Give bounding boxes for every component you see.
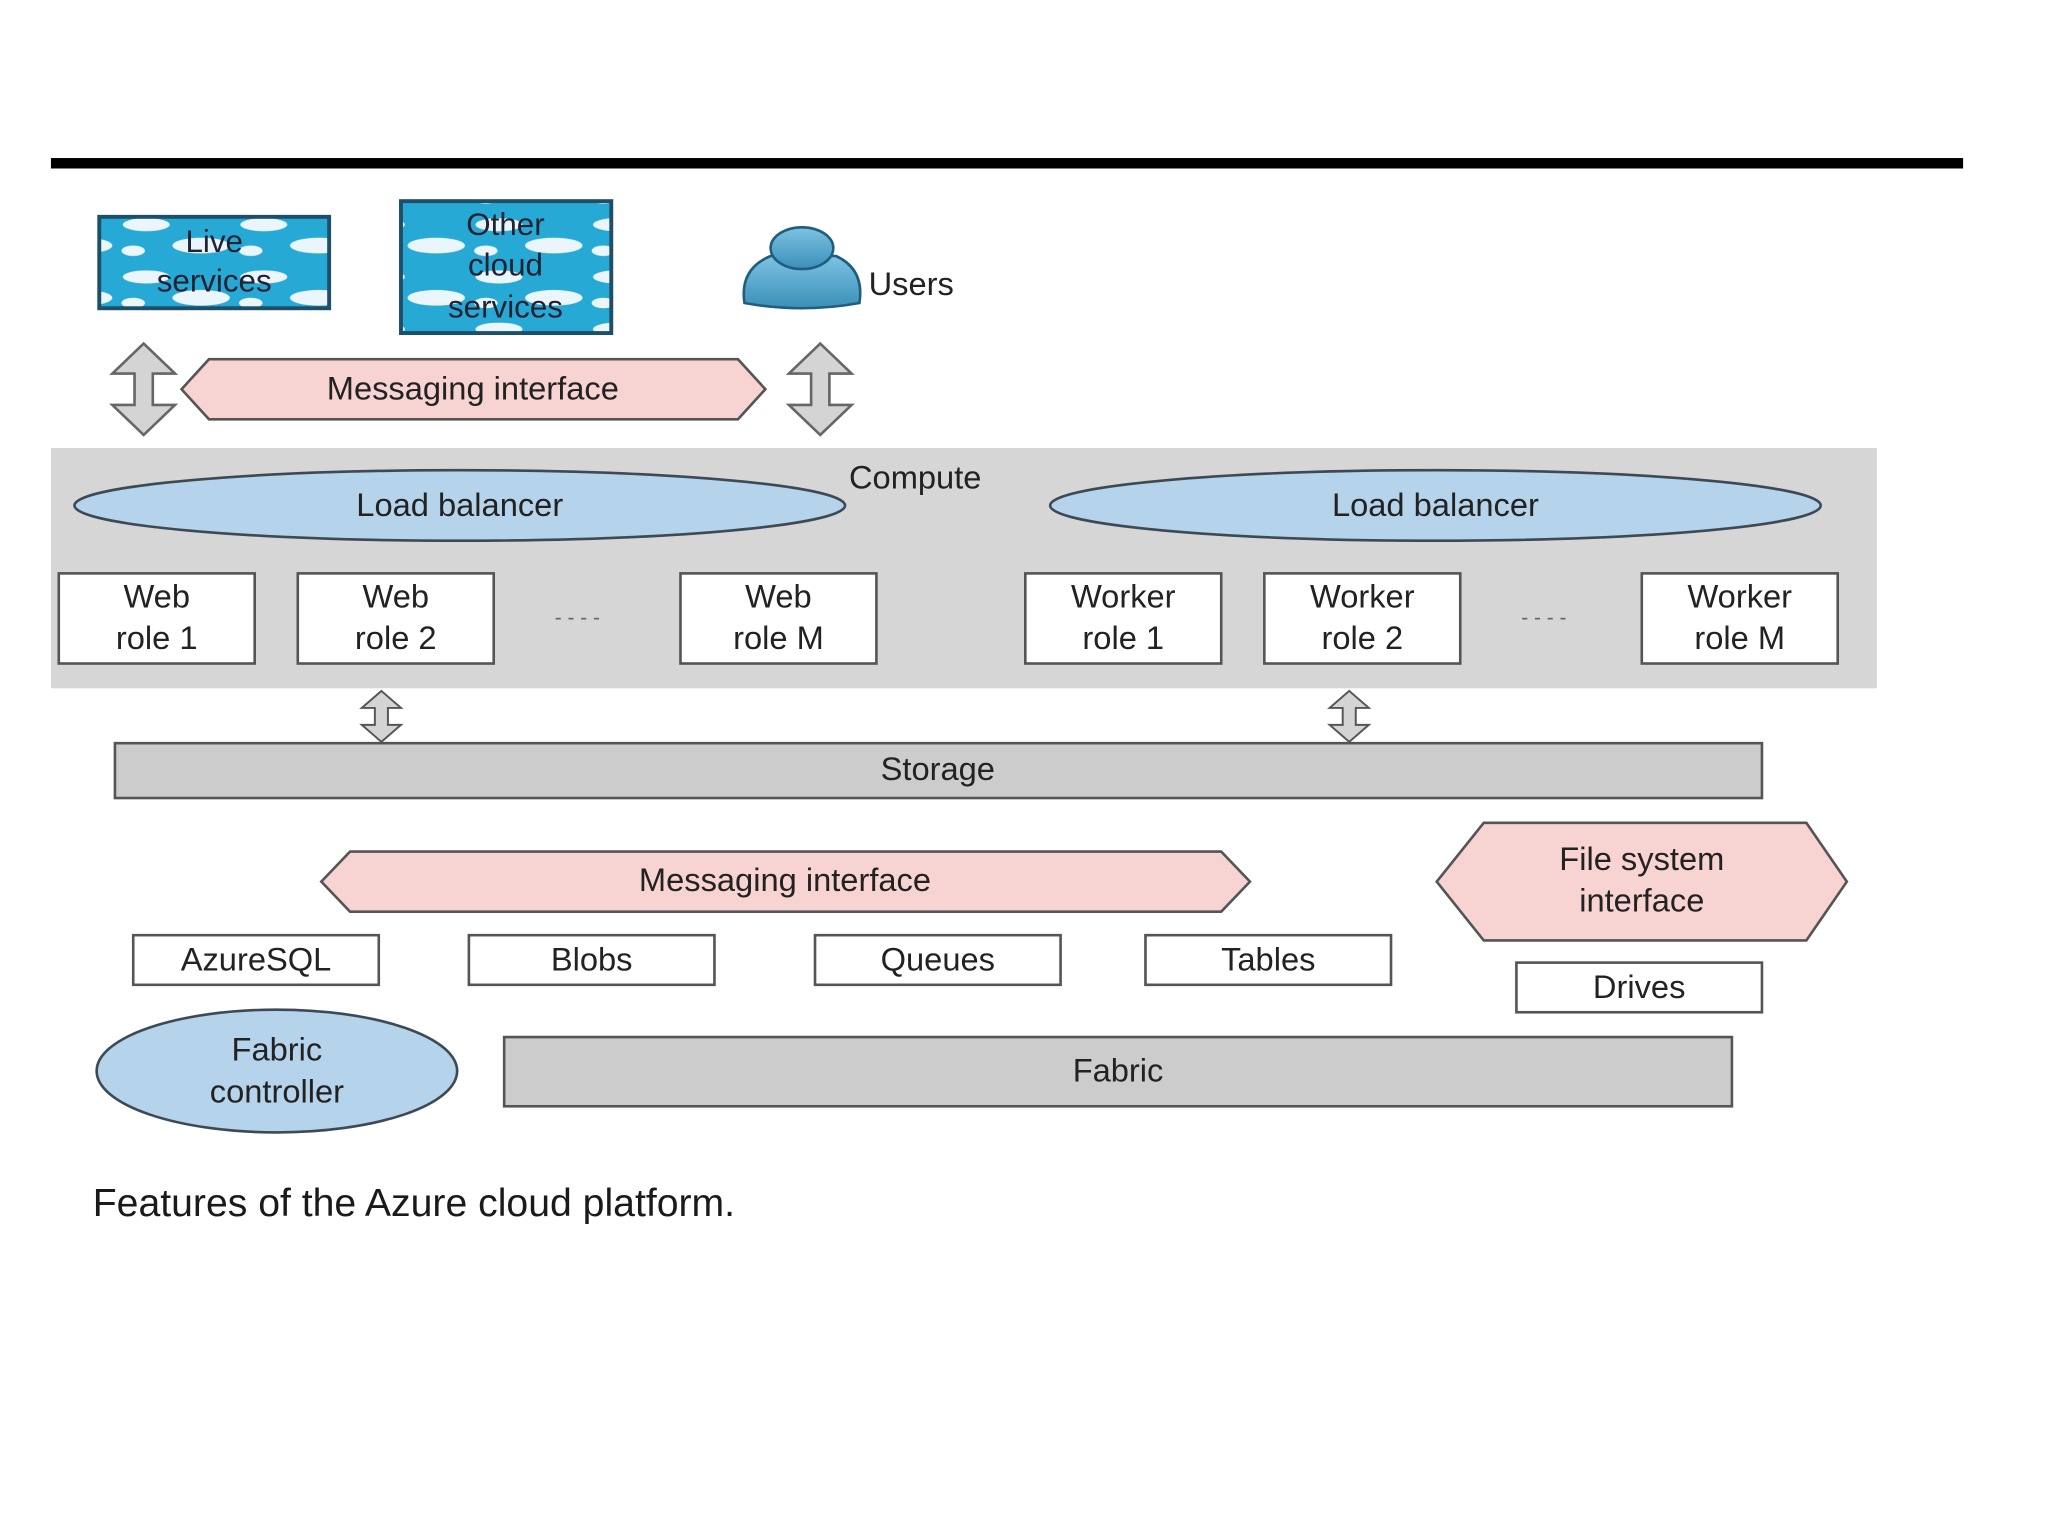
other-cloud-line-2: cloud (468, 248, 543, 283)
storage-service-azuresql: AzureSQL (131, 933, 381, 987)
double-arrow-icon (785, 341, 855, 437)
fabric-label: Fabric (1073, 1051, 1164, 1088)
other-cloud-line-1: Other (466, 207, 544, 242)
storage-label: Storage (881, 750, 995, 787)
compute-label: Compute (849, 458, 981, 495)
messaging-interface-bottom-label: Messaging interface (639, 861, 931, 898)
load-balancer-left-label: Load balancer (356, 486, 563, 523)
web-role-1-line-2: role 1 (116, 619, 198, 656)
live-services-line-1: Live (185, 224, 242, 259)
worker-role-1-line-2: role 1 (1082, 619, 1164, 656)
other-cloud-services-box: Other cloud services (399, 199, 614, 336)
worker-role-1: Worker role 1 (1024, 572, 1223, 665)
live-services-box: Live services (97, 214, 332, 311)
figure-caption: Features of the Azure cloud platform. (93, 1182, 735, 1225)
double-arrow-icon (359, 689, 404, 744)
users-icon (742, 225, 862, 310)
worker-role-2-line-2: role 2 (1321, 619, 1403, 656)
fabric-bar: Fabric (502, 1035, 1734, 1108)
double-arrow-icon (1327, 689, 1372, 744)
file-system-interface-line-2: interface (1579, 882, 1704, 919)
queues-label: Queues (881, 940, 995, 977)
azuresql-label: AzureSQL (181, 940, 332, 977)
load-balancer-right-label: Load balancer (1332, 486, 1539, 523)
web-role-m-line-2: role M (733, 619, 824, 656)
storage-bar: Storage (113, 741, 1764, 800)
web-role-1-line-1: Web (123, 577, 190, 614)
live-services-line-2: services (157, 263, 272, 298)
messaging-interface-top: Messaging interface (179, 357, 768, 421)
storage-service-blobs: Blobs (467, 933, 716, 987)
drives-label: Drives (1593, 968, 1686, 1005)
worker-role-2: Worker role 2 (1263, 572, 1462, 665)
tables-label: Tables (1221, 940, 1315, 977)
web-roles-ellipsis: - - - - (555, 606, 600, 629)
web-role-2-line-1: Web (362, 577, 429, 614)
web-role-2: Web role 2 (296, 572, 496, 665)
messaging-interface-bottom: Messaging interface (319, 850, 1252, 913)
other-cloud-line-3: services (448, 289, 563, 324)
file-system-interface: File system interface (1435, 821, 1849, 942)
web-role-m-line-1: Web (745, 577, 812, 614)
storage-service-tables: Tables (1144, 933, 1393, 987)
storage-service-queues: Queues (813, 933, 1062, 987)
file-system-interface-line-1: File system (1559, 840, 1724, 877)
storage-service-drives: Drives (1515, 961, 1764, 1014)
worker-role-m-line-2: role M (1694, 619, 1785, 656)
load-balancer-left: Load balancer (73, 468, 847, 543)
blobs-label: Blobs (551, 940, 633, 977)
fabric-controller: Fabric controller (95, 1008, 459, 1134)
web-role-1: Web role 1 (57, 572, 256, 665)
top-rule (50, 158, 1964, 169)
worker-role-1-line-1: Worker (1071, 577, 1176, 614)
web-role-m: Web role M (679, 572, 878, 665)
worker-role-2-line-1: Worker (1310, 577, 1415, 614)
worker-role-m: Worker role M (1640, 572, 1840, 665)
double-arrow-icon (109, 341, 179, 437)
fabric-controller-line-2: controller (210, 1072, 344, 1109)
fabric-controller-line-1: Fabric (232, 1031, 323, 1068)
worker-role-m-line-1: Worker (1687, 577, 1792, 614)
users-label: Users (869, 265, 954, 302)
load-balancer-right: Load balancer (1048, 468, 1823, 543)
messaging-interface-top-label: Messaging interface (327, 370, 619, 407)
web-role-2-line-2: role 2 (355, 619, 437, 656)
worker-roles-ellipsis: - - - - (1521, 606, 1566, 629)
